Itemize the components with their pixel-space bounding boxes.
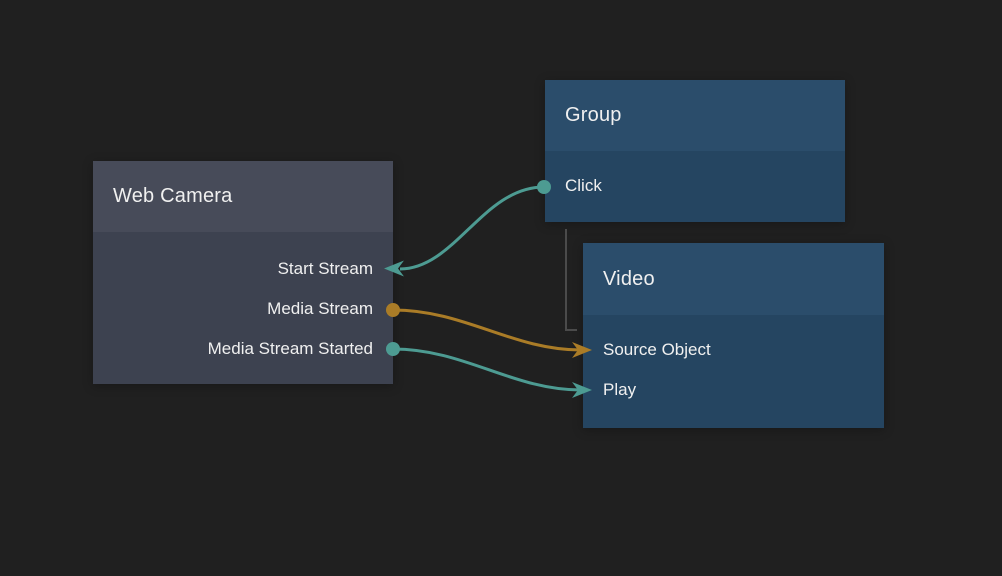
port-start-stream[interactable]: Start Stream bbox=[93, 249, 393, 289]
port-media-stream-label: Media Stream bbox=[267, 299, 373, 318]
node-video-body: Source Object Play bbox=[583, 315, 884, 428]
port-source-object[interactable]: Source Object bbox=[583, 330, 884, 370]
node-group-body: Click bbox=[545, 151, 845, 222]
port-media-stream-started-label: Media Stream Started bbox=[207, 339, 373, 358]
port-click[interactable]: Click bbox=[545, 166, 845, 206]
node-group-header[interactable]: Group bbox=[545, 80, 845, 151]
node-web-camera-header[interactable]: Web Camera bbox=[93, 161, 393, 232]
node-group[interactable]: Group Click bbox=[545, 80, 845, 222]
port-click-label: Click bbox=[565, 176, 602, 195]
edge-click-to-start-stream[interactable] bbox=[399, 185, 545, 271]
node-web-camera-body: Start Stream Media Stream Media Stream S… bbox=[93, 232, 393, 384]
port-media-stream[interactable]: Media Stream bbox=[93, 289, 393, 329]
node-web-camera[interactable]: Web Camera Start Stream Media Stream Med… bbox=[93, 161, 393, 384]
edge-media-stream-started-to-play[interactable] bbox=[392, 347, 582, 392]
edge-media-stream-to-source-object[interactable] bbox=[392, 308, 582, 352]
node-video-header[interactable]: Video bbox=[583, 243, 884, 315]
group-to-video-link bbox=[565, 229, 577, 331]
port-source-object-label: Source Object bbox=[603, 340, 711, 359]
node-group-title: Group bbox=[565, 104, 622, 126]
node-web-camera-title: Web Camera bbox=[113, 185, 233, 207]
port-play-label: Play bbox=[603, 380, 637, 399]
node-video-title: Video bbox=[603, 267, 655, 290]
port-start-stream-label: Start Stream bbox=[277, 259, 373, 278]
port-media-stream-started[interactable]: Media Stream Started bbox=[93, 329, 393, 369]
node-video[interactable]: Video Source Object Play bbox=[583, 243, 884, 428]
port-play[interactable]: Play bbox=[583, 370, 884, 410]
